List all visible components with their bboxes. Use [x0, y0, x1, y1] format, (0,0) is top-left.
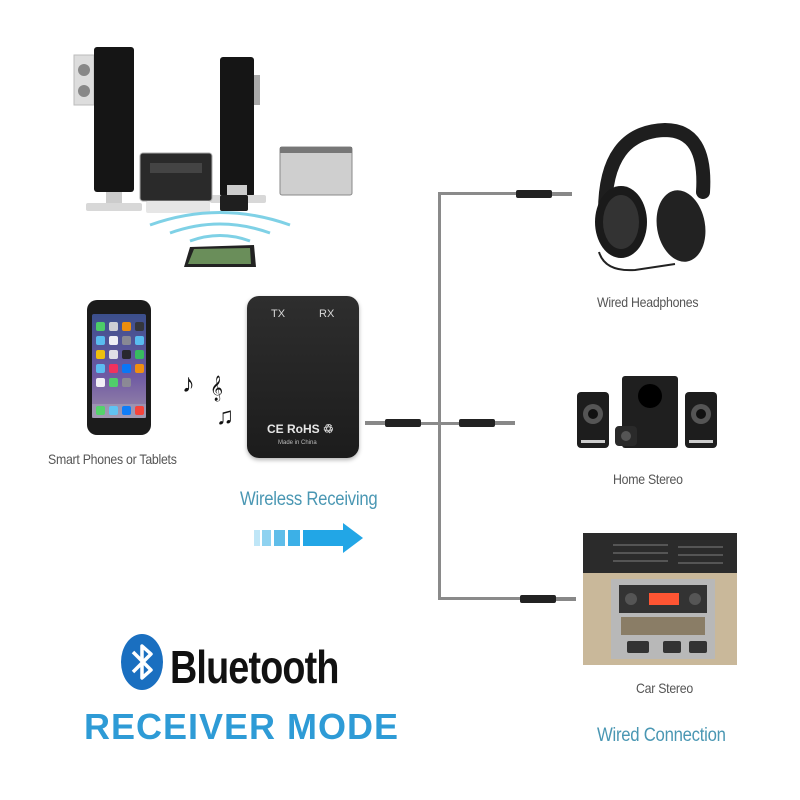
label-wireless-receiving: Wireless Receiving [240, 489, 378, 510]
bluetooth-title: Bluetooth [170, 641, 339, 693]
home-audio-system-image [70, 35, 360, 275]
bluetooth-icon [121, 634, 163, 690]
label-smart-phones: Smart Phones or Tablets [48, 451, 177, 467]
audio-jack-plug [365, 419, 421, 427]
treble-clef-icon: 𝄞 [210, 376, 224, 401]
music-note-icon: ♪ [182, 368, 195, 398]
label-wired-connection: Wired Connection [597, 725, 726, 746]
home-stereo-illustration [577, 376, 717, 448]
headphones-image [585, 122, 715, 282]
tx-port-label: TX [271, 308, 286, 320]
car-stereo-illustration [583, 533, 737, 665]
headphones-illustration [595, 122, 711, 272]
speaker-system-illustration [73, 47, 353, 267]
receiver-mode-title: RECEIVER MODE [84, 706, 400, 747]
label-wired-headphones: Wired Headphones [597, 294, 699, 310]
made-in-label: Made in China [278, 440, 317, 446]
audio-jack-plug [520, 595, 576, 603]
bluetooth-receiver-device: TX RX CE RoHS ♲ Made in China [247, 296, 359, 458]
rx-port-label: RX [319, 308, 335, 320]
certification-marks: CE RoHS ♲ [267, 422, 334, 436]
label-car-stereo: Car Stereo [636, 680, 693, 696]
app-icons [92, 322, 146, 418]
audio-jack-plug [516, 190, 572, 198]
label-home-stereo: Home Stereo [613, 471, 683, 487]
audio-jack-plug [459, 419, 515, 427]
smartphone-image [87, 300, 151, 435]
car-stereo-image [583, 533, 737, 665]
home-stereo-image [575, 372, 725, 452]
music-notes-icon: ♫ [216, 403, 234, 430]
phone-screen [92, 314, 146, 418]
